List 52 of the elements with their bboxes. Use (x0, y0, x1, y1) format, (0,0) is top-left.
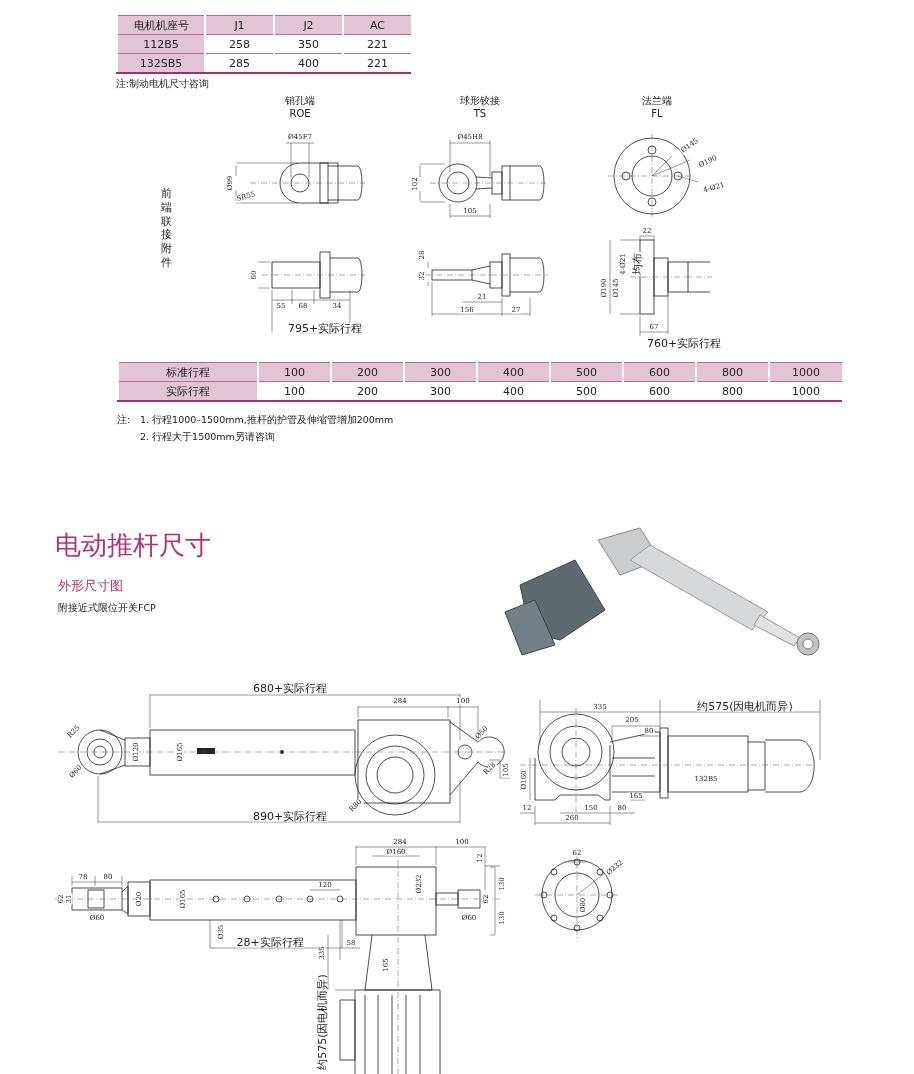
header-cell: 400 (477, 362, 550, 382)
table-cell: 400 (274, 53, 343, 73)
table-cell: 800 (696, 381, 769, 401)
table-cell: 600 (623, 381, 696, 401)
view-heading: TS (473, 109, 487, 119)
table-cell: 200 (331, 381, 404, 401)
table-cell: 300 (404, 381, 477, 401)
dimension-label: 约575(因电机而异) (316, 973, 328, 1071)
dimension-label: 795+实际行程 (286, 322, 364, 334)
header-cell: 100 (258, 362, 331, 382)
table-cell: 100 (258, 381, 331, 401)
dimension-label: 890+实际行程 (251, 810, 329, 822)
view-heading: FL (651, 109, 663, 119)
header-cell: J2 (274, 15, 343, 35)
header-cell: 600 (623, 362, 696, 382)
header-cell: 800 (696, 362, 769, 382)
header-cell: J1 (205, 15, 274, 35)
dimension-label: 680+实际行程 (251, 682, 329, 694)
view-heading: 销孔端 (285, 96, 315, 106)
dimension-label: 28+实际行程 (235, 936, 305, 948)
table-cell: 258 (205, 34, 274, 54)
dimension-label: 约575(因电机而异) (696, 700, 794, 712)
header-cell: 500 (550, 362, 623, 382)
view-heading: ROE (289, 109, 311, 119)
table-cell: 350 (274, 34, 343, 54)
subheading: 外形尺寸图 (58, 578, 123, 592)
view-heading: 法兰端 (642, 96, 672, 106)
note-text: 注:制动电机尺寸咨询 (116, 79, 210, 89)
note-text: 注: (117, 415, 131, 425)
header-cell: 标准行程 (118, 362, 258, 382)
header-cell: 实际行程 (118, 381, 258, 401)
header-cell: 300 (404, 362, 477, 382)
table-cell: 400 (477, 381, 550, 401)
dimension-label: 760+实际行程 (645, 337, 723, 349)
table-cell: 285 (205, 53, 274, 73)
side-heading: 前端联接附件 (160, 186, 172, 270)
header-cell: 电机机座号 (117, 15, 205, 35)
header-cell: 132SB5 (117, 53, 205, 73)
header-cell: 1000 (769, 362, 842, 382)
table-cell: 500 (550, 381, 623, 401)
table-cell: 1000 (769, 381, 842, 401)
table-cell: 221 (343, 53, 411, 73)
note-text: 1. 行程1000–1500mm,推杆的护管及伸缩管增加200mm (140, 415, 394, 425)
note-text: 2. 行程大于1500mm另请咨询 (140, 432, 275, 442)
header-cell: 112B5 (117, 34, 205, 54)
view-heading: 球形铰接 (460, 96, 500, 106)
note-text: 附接近式限位开关FCP (58, 603, 156, 613)
header-cell: AC (343, 15, 411, 35)
table-cell: 221 (343, 34, 411, 54)
dimension-label: 均布 (631, 252, 643, 276)
header-cell: 200 (331, 362, 404, 382)
page-title: 电动推杆尺寸 (55, 532, 211, 558)
